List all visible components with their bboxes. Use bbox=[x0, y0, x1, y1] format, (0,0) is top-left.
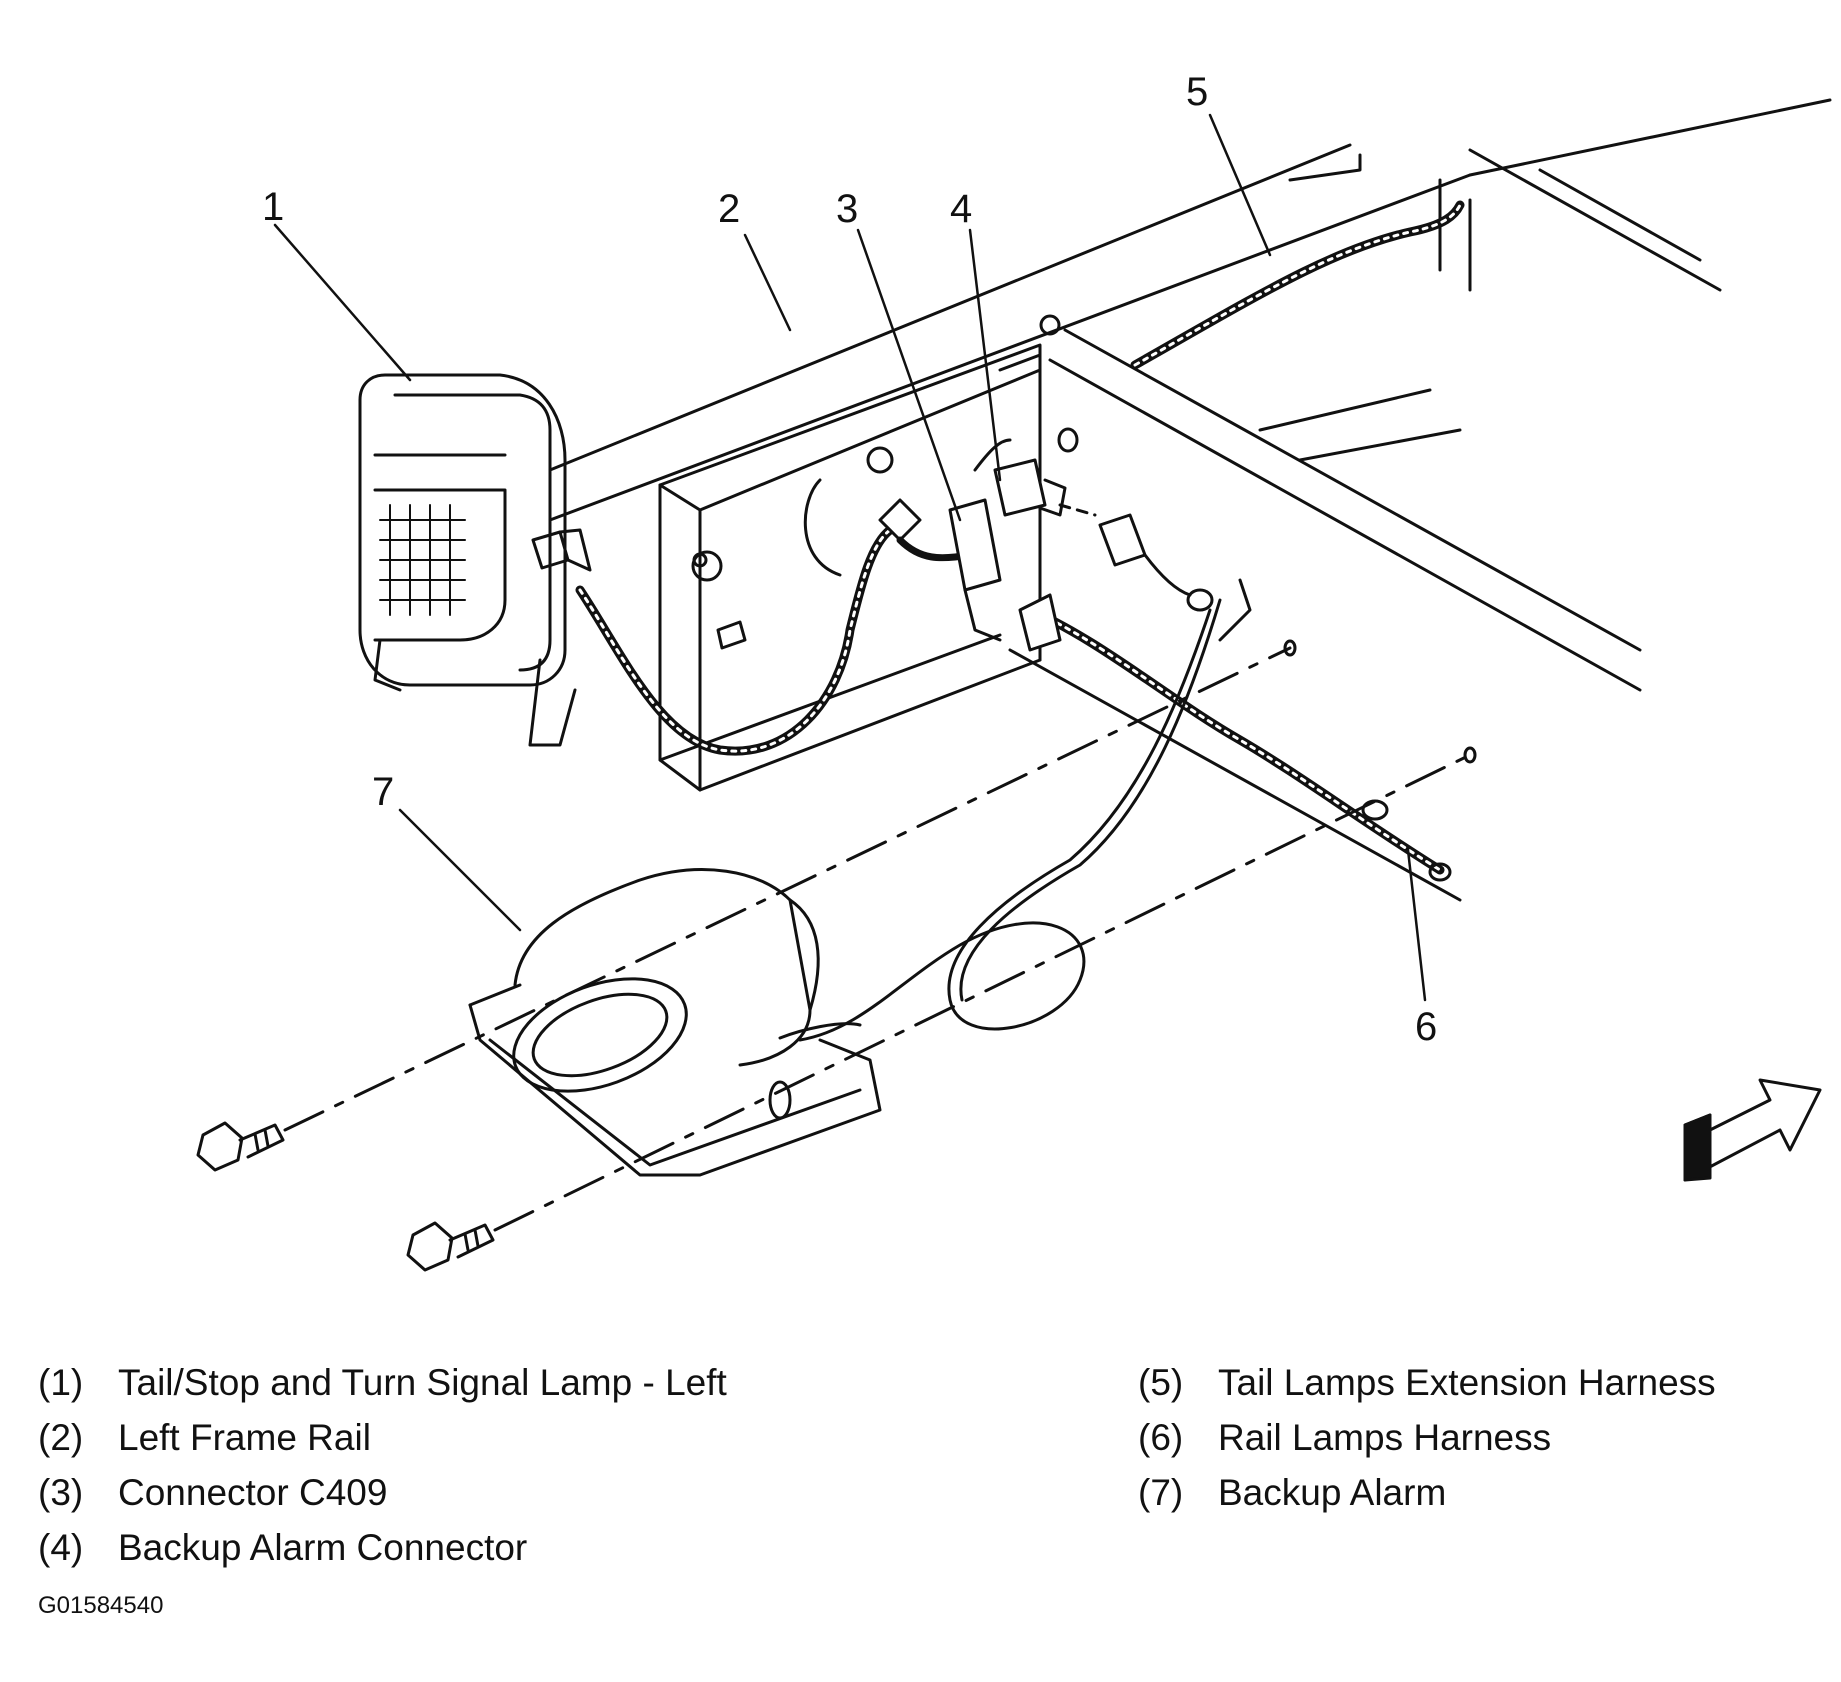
callout-5: 5 bbox=[1186, 70, 1208, 114]
leader-2 bbox=[743, 233, 792, 332]
figure-id: G01584540 bbox=[38, 1592, 164, 1619]
leader-lines bbox=[273, 113, 1427, 1002]
legend-right-column: (5)Tail Lamps Extension Harness (6)Rail … bbox=[1138, 1355, 1716, 1520]
leader-3 bbox=[856, 228, 962, 522]
legend-item: (1)Tail/Stop and Turn Signal Lamp - Left bbox=[38, 1362, 727, 1403]
legend-item: (2)Left Frame Rail bbox=[38, 1417, 371, 1458]
vehicle-frame-structure bbox=[548, 98, 1832, 902]
callout-1: 1 bbox=[262, 185, 284, 229]
callout-7: 7 bbox=[372, 770, 394, 814]
leader-5 bbox=[1208, 113, 1272, 257]
callout-2: 2 bbox=[718, 187, 740, 231]
mounting-bolt-upper bbox=[196, 646, 1292, 1172]
lamp-harness bbox=[575, 498, 974, 756]
leader-6 bbox=[1406, 848, 1427, 1002]
legend-item: (7)Backup Alarm bbox=[1138, 1472, 1447, 1513]
backup-alarm-connector bbox=[993, 458, 1214, 612]
legend-item: (6)Rail Lamps Harness bbox=[1138, 1417, 1552, 1458]
legend-left-column: (1)Tail/Stop and Turn Signal Lamp - Left… bbox=[38, 1355, 727, 1575]
leader-4 bbox=[968, 228, 1002, 482]
rail-lamps-harness bbox=[1018, 593, 1452, 882]
bolt-hole bbox=[1463, 746, 1477, 764]
callout-6: 6 bbox=[1415, 1005, 1437, 1049]
callout-3: 3 bbox=[836, 187, 858, 231]
parts-diagram: 1 2 3 4 5 6 7 bbox=[196, 70, 1832, 1272]
front-direction-arrow-icon bbox=[1683, 1078, 1822, 1182]
left-frame-rail bbox=[658, 314, 1079, 792]
callout-4: 4 bbox=[950, 187, 972, 231]
legend-item: (4)Backup Alarm Connector bbox=[38, 1527, 528, 1568]
mounting-bolt-lower bbox=[406, 753, 1472, 1272]
bolt-hole bbox=[1283, 639, 1297, 657]
backup-alarm-wire bbox=[798, 578, 1252, 1042]
backup-alarm bbox=[468, 868, 882, 1177]
legend-item: (5)Tail Lamps Extension Harness bbox=[1138, 1362, 1716, 1403]
leader-7 bbox=[398, 808, 522, 932]
tail-lamps-extension-harness bbox=[1130, 200, 1465, 370]
legend-item: (3)Connector C409 bbox=[38, 1472, 388, 1513]
tail-stop-turn-lamp bbox=[358, 373, 592, 747]
leader-1 bbox=[273, 223, 412, 382]
connector-c409 bbox=[948, 438, 1012, 642]
